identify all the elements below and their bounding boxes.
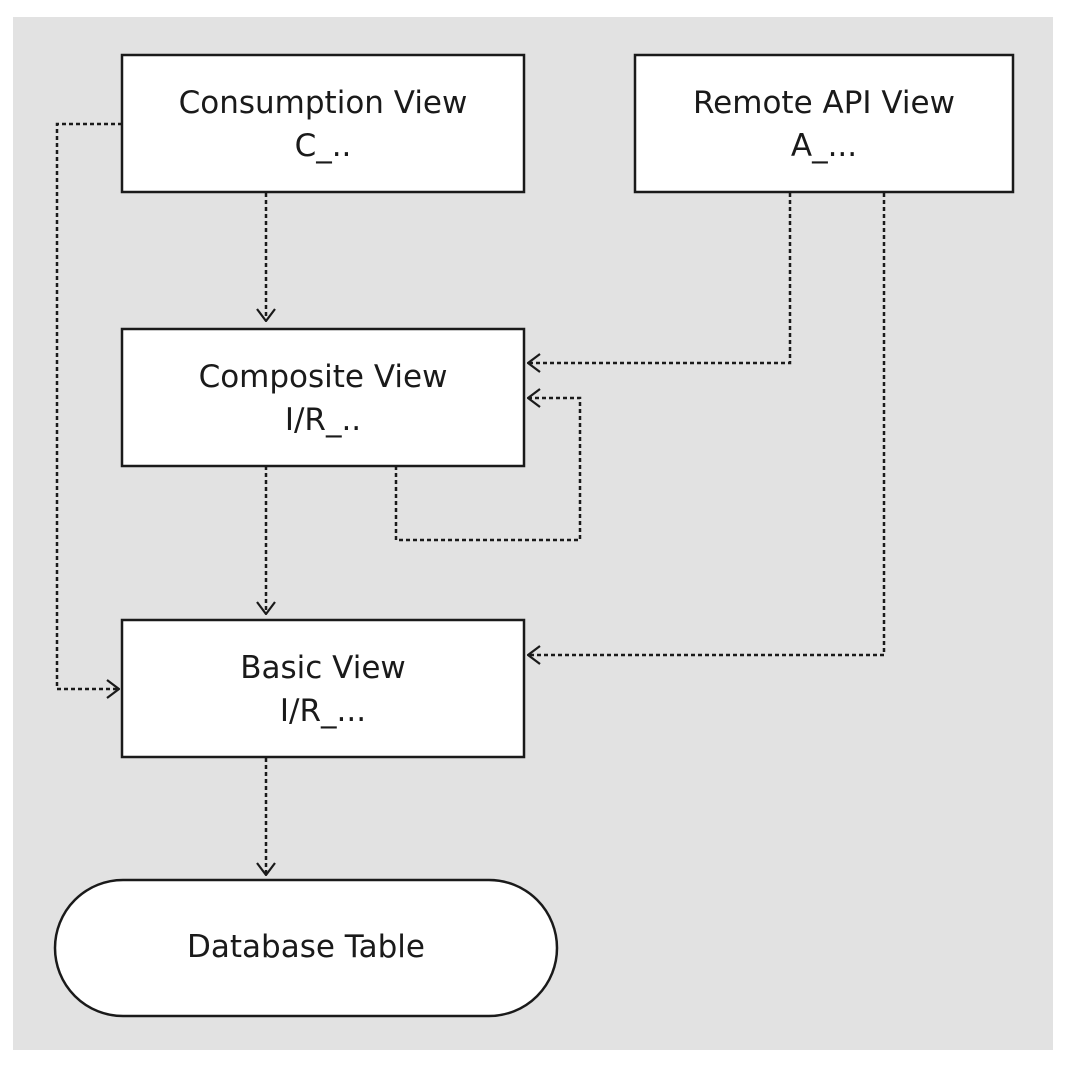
- database-table-title: Database Table: [187, 929, 425, 965]
- basic-view-node: Basic View I/R_...: [120, 618, 526, 759]
- composite-view-prefix: I/R_..: [285, 402, 361, 438]
- basic-view-title: Basic View: [240, 650, 406, 686]
- database-table-node: Database Table: [53, 878, 559, 1018]
- basic-view-prefix: I/R_...: [280, 693, 366, 729]
- edge-remote-api-to-composite: [528, 193, 792, 363]
- remote-api-view-prefix: A_...: [791, 128, 857, 164]
- composite-view-node: Composite View I/R_..: [120, 327, 526, 468]
- consumption-view-prefix: C_..: [295, 128, 352, 164]
- edge-remote-api-to-basic: [528, 193, 886, 655]
- remote-api-view-node: Remote API View A_...: [633, 53, 1015, 194]
- composite-view-title: Composite View: [199, 359, 448, 395]
- remote-api-view-title: Remote API View: [693, 85, 955, 121]
- consumption-view-node: Consumption View C_..: [120, 53, 526, 194]
- consumption-view-title: Consumption View: [179, 85, 468, 121]
- edge-consumption-to-basic: [55, 122, 122, 689]
- edge-composite-self-reference: [394, 398, 582, 542]
